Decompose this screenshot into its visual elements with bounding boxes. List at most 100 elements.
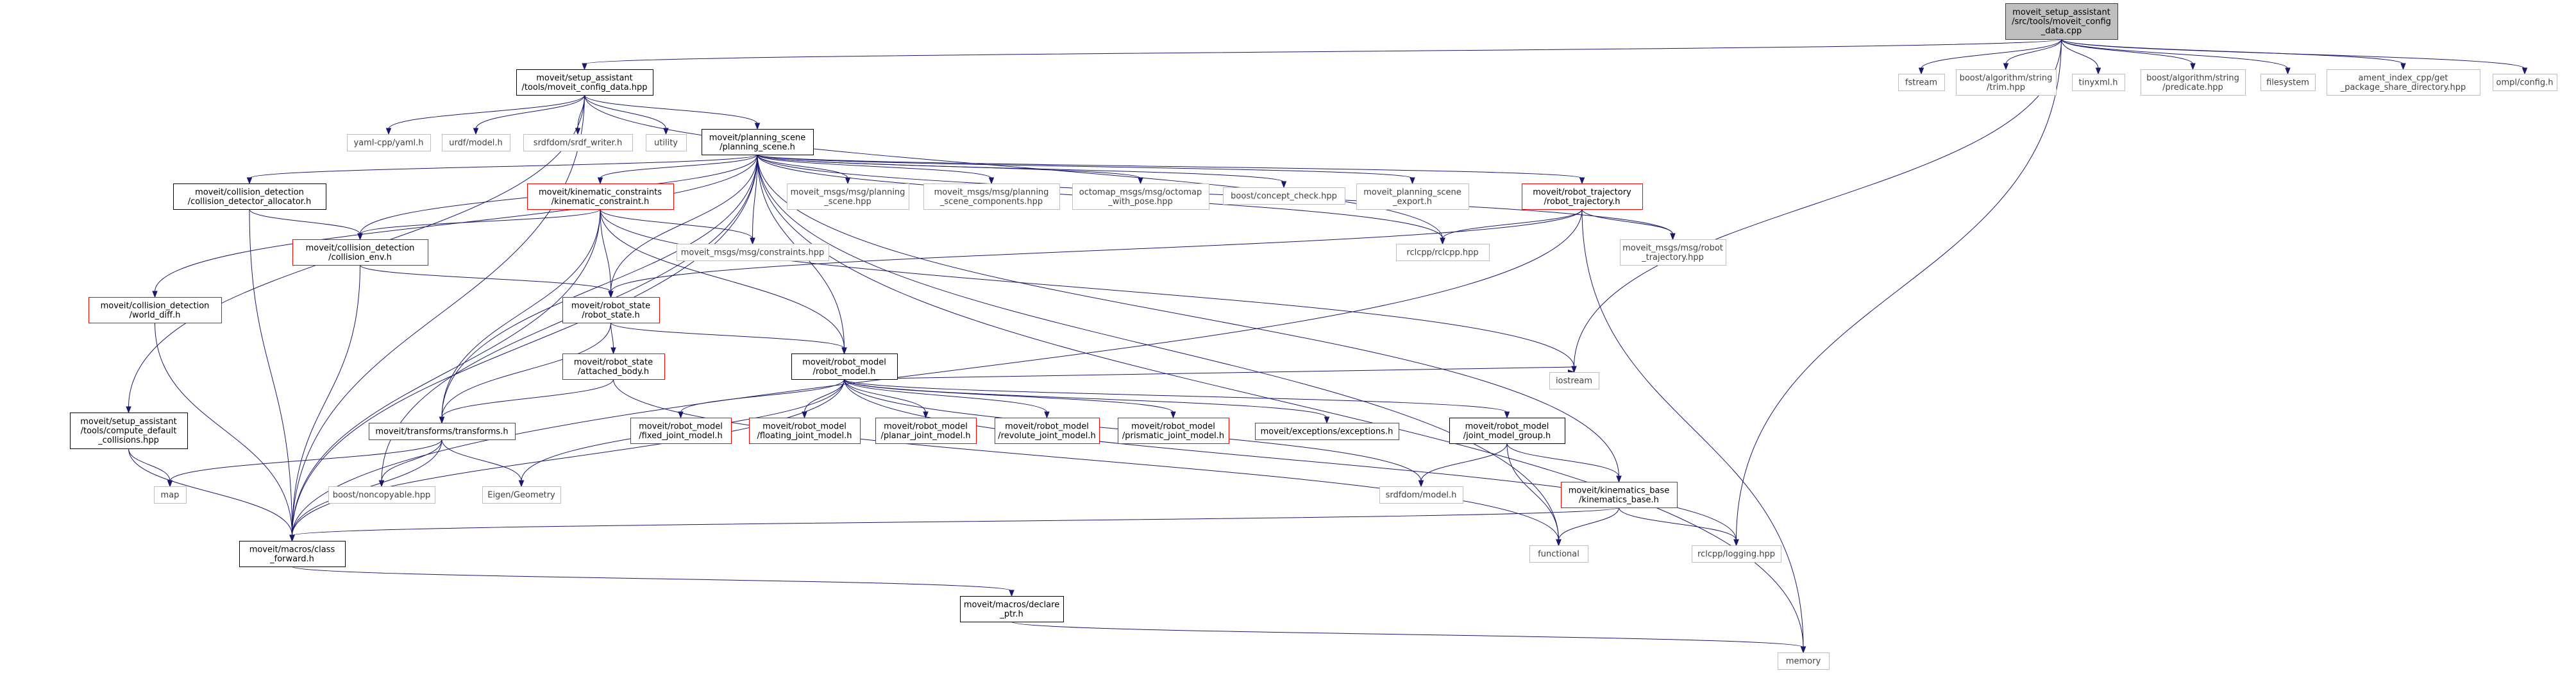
node-noncopyable: boost/noncopyable.hpp [328,486,435,504]
node-collision-env[interactable]: moveit/collision_detection/collision_env… [292,239,428,266]
node-label-line: moveit_setup_assistant [2012,8,2110,17]
node-box [442,134,510,151]
node-joint-model-group[interactable]: moveit/robot_model/joint_model_group.h [1449,418,1565,444]
node-rclcpp: rclcpp/rclcpp.hpp [1396,244,1490,261]
node-planar-joint[interactable]: moveit/robot_model/planar_joint_model.h [875,418,977,444]
node-world-diff[interactable]: moveit/collision_detection/world_diff.h [88,297,222,323]
node-transforms[interactable]: moveit/transforms/transforms.h [369,423,516,440]
node-config-data-hpp[interactable]: moveit/setup_assistant/tools/moveit_conf… [516,69,653,96]
node-label-line: moveit/kinematics_base [1569,486,1670,495]
node-box [749,418,861,444]
nodes: moveit_setup_assistant/src/tools/moveit_… [70,3,2557,670]
edge-config_data_hpp-to-rclcpp [584,94,1445,245]
node-tinyxml: tinyxml.h [2072,74,2125,91]
node-label-line: moveit/collision_detection [101,301,210,311]
node-compute-collisions[interactable]: moveit/setup_assistant/tools/compute_def… [70,413,188,449]
edge-joint_model_group-to-kinematics_base [1506,443,1622,483]
node-label-line: moveit_msgs/msg/planning [791,187,905,197]
node-label-line: moveit/collision_detection [306,243,415,253]
node-box [369,423,516,440]
node-iostream: iostream [1549,372,1599,389]
node-kinematics-base[interactable]: moveit/kinematics_base/kinematics_base.h [1561,482,1678,508]
node-box [2327,69,2480,96]
node-declare-ptr[interactable]: moveit/macros/declare_ptr.h [960,596,1064,622]
edge-robot_model-to-class_forward [289,379,845,542]
edge-kinematic_constraint-to-iostream [600,209,1577,373]
node-label-line: /joint_model_group.h [1463,431,1551,441]
node-filesystem: filesystem [2260,74,2316,91]
node-label-line: /tools/moveit_config_data.hpp [521,83,647,92]
node-msg-robot-traj: moveit_msgs/msg/robot_trajectory.hpp [1620,239,1726,266]
node-cd-allocator[interactable]: moveit/collision_detection/collision_det… [173,183,326,210]
node-utility: utility [646,134,687,151]
node-label-line: utility [654,139,678,148]
node-box [1449,418,1565,444]
node-box [923,183,1060,210]
node-box [1072,183,1209,210]
node-root[interactable]: moveit_setup_assistant/src/tools/moveit_… [2005,3,2118,40]
node-box [292,239,428,266]
node-label-line: /collision_env.h [328,253,392,262]
edge-root-to-rclcpp_logging [1733,38,2062,547]
node-box [1522,183,1643,210]
edge-transforms-to-noncopyable [378,439,442,488]
node-box [516,69,653,96]
node-label-line: iostream [1556,377,1592,386]
node-planning-scene[interactable]: moveit/planning_scene/planning_scene.h [702,129,814,155]
edge-config_data_hpp-to-planning_scene [584,94,761,130]
node-label-line: moveit/robot_model [1005,422,1089,431]
node-label-line: tinyxml.h [2079,78,2118,88]
edge-robot_model-to-fixed_joint [678,379,845,419]
node-label-line: moveit_msgs/msg/robot [1622,243,1723,253]
node-label-line: /planning_scene.h [720,142,795,152]
edge-cd_allocator-to-collision_env [249,209,363,241]
node-robot-trajectory[interactable]: moveit/robot_trajectory/robot_trajectory… [1522,183,1643,210]
node-prismatic-joint[interactable]: moveit/robot_model/prismatic_joint_model… [1118,418,1229,444]
node-fixed-joint[interactable]: moveit/robot_model/fixed_joint_model.h [630,418,732,444]
edge-robot_state-to-robot_model [610,322,847,355]
edge-collision_env-to-robot_state [360,264,614,298]
node-label-line: /prismatic_joint_model.h [1122,431,1224,441]
node-eigen: Eigen/Geometry [482,486,561,504]
node-box [995,418,1100,444]
node-label-line: moveit/robot_state [571,301,650,311]
node-label-line: /robot_model.h [812,367,875,377]
node-label-line: moveit/exceptions/exceptions.h [1261,427,1393,437]
edge-robot_model-to-prismatic_joint [844,379,1176,419]
node-box [2141,69,2246,96]
node-attached-body[interactable]: moveit/robot_state/attached_body.h [562,354,665,380]
edge-class_forward-to-declare_ptr [292,566,1014,597]
edge-joint_model_group-to-srdf_model [1418,443,1508,488]
node-label-line: /fixed_joint_model.h [639,431,722,441]
edge-robot_model-to-planar_joint [844,379,929,419]
node-label-line: /planar_joint_model.h [880,431,970,441]
node-exceptions[interactable]: moveit/exceptions/exceptions.h [1255,423,1399,440]
node-label-line: rclcpp/logging.hpp [1697,550,1775,559]
edge-robot_model-to-rclcpp_logging [844,379,1739,547]
edge-root-to-ompl_config [2061,38,2528,75]
node-label-line: moveit/robot_state [574,357,653,367]
node-robot-state[interactable]: moveit/robot_state/robot_state.h [562,297,660,323]
node-label-line: boost/noncopyable.hpp [333,491,431,500]
edge-planning_scene-to-ps_export [757,154,1415,185]
edge-robot_model-to-joint_model_group [844,379,1510,419]
node-label-line: _collisions.hpp [97,436,159,445]
node-box [1561,482,1678,508]
node-label-line: /src/tools/moveit_config [2012,17,2111,27]
node-floating-joint[interactable]: moveit/robot_model/floating_joint_model.… [749,418,861,444]
node-robot-model[interactable]: moveit/robot_model/robot_model.h [791,354,898,380]
node-label-line: moveit_planning_scene [1363,187,1461,197]
node-kinematic-constraint[interactable]: moveit/kinematic_constraints/kinematic_c… [527,183,674,210]
edge-root-to-tinyxml [2061,38,2101,75]
node-box [154,486,187,504]
node-urdf-model: urdf/model.h [442,134,510,151]
node-revolute-joint[interactable]: moveit/robot_model/revolute_joint_model.… [995,418,1100,444]
node-memory: memory [1778,652,1830,670]
node-label-line: moveit/planning_scene [709,133,805,142]
node-box [1396,244,1490,261]
edge-robot_trajectory-to-msg_robot_traj [1581,209,1676,241]
node-class-forward[interactable]: moveit/macros/class_forward.h [239,541,346,567]
node-msg-scene-components: moveit_msgs/msg/planning_scene_component… [923,183,1060,210]
node-label-line: /kinematics_base.h [1579,495,1659,505]
